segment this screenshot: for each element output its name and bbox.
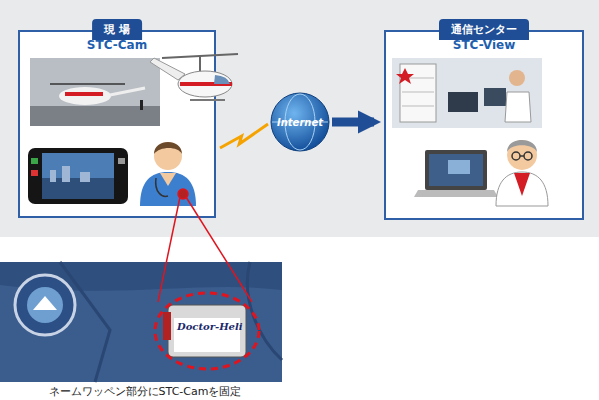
caption: ネームワッペン部分にSTC-Camを固定	[0, 384, 290, 399]
globe-circle	[271, 93, 329, 151]
wireless-bolt	[220, 124, 268, 148]
system-name: STC-View	[386, 38, 582, 52]
site-box: 現 場STC-Cam	[18, 30, 216, 218]
system-name: STC-Cam	[20, 38, 214, 52]
globe-label: Internet	[270, 117, 330, 128]
gray-band	[0, 0, 599, 237]
header-tab: 通信センター	[439, 19, 529, 40]
flow-arrow	[332, 118, 374, 127]
site-box: 通信センターSTC-View	[384, 30, 584, 220]
internet-globe: Internet	[270, 92, 330, 152]
header-tab: 現 場	[92, 19, 142, 40]
badge-text: Doctor-Heli	[177, 321, 243, 332]
jacket-photo	[0, 262, 282, 382]
